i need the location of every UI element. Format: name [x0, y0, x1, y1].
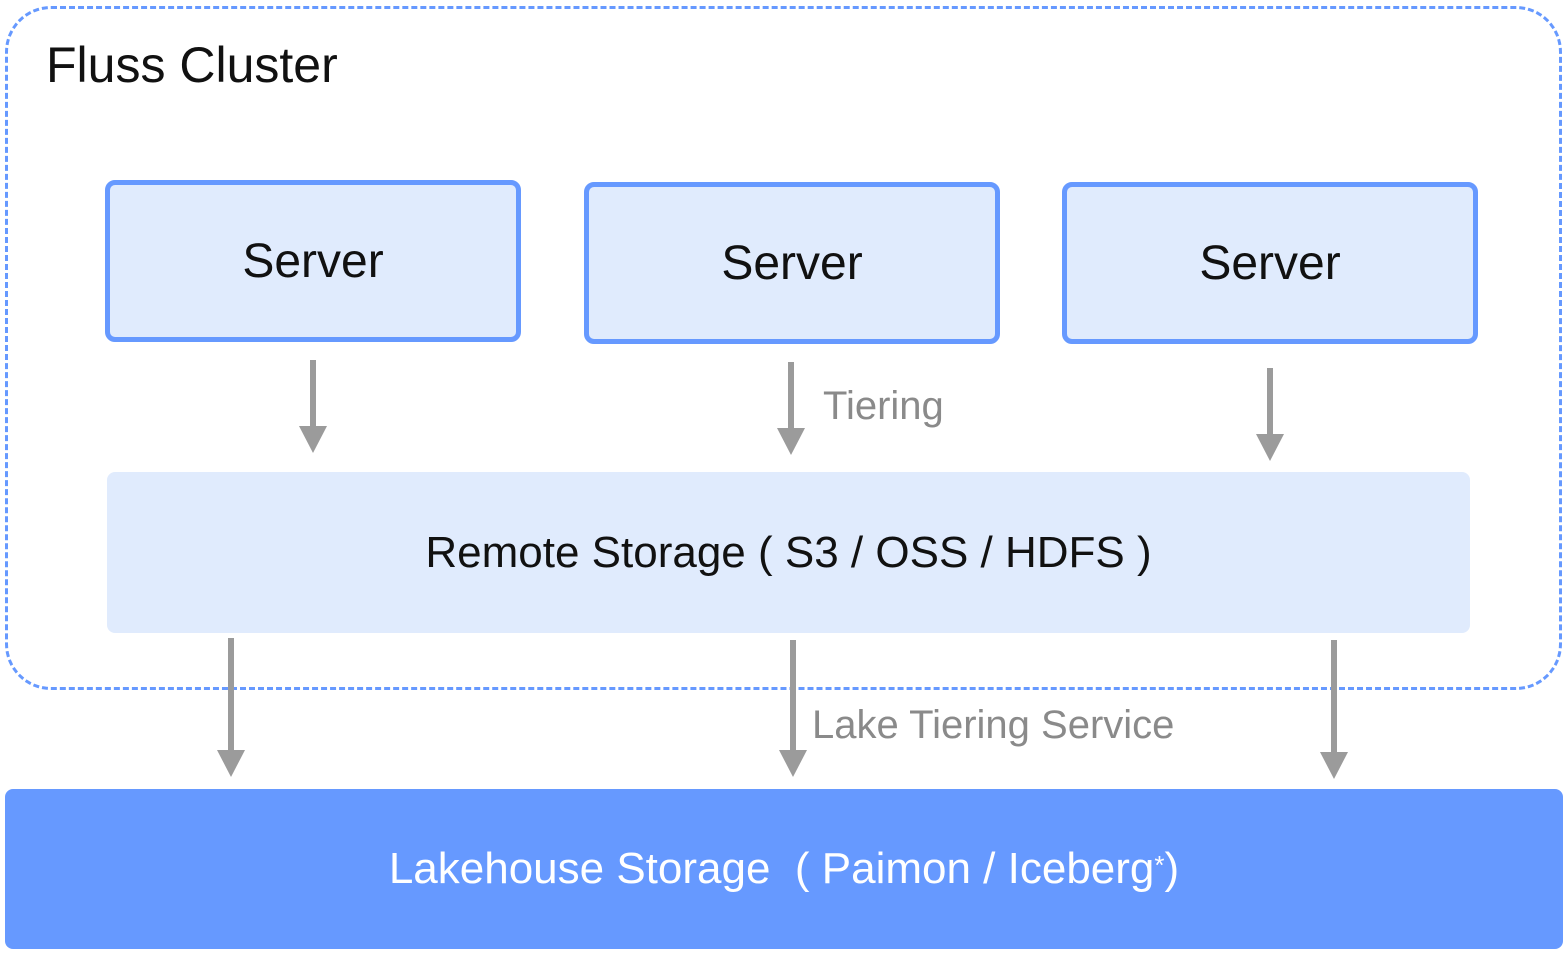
- lakehouse-storage-box: Lakehouse Storage ( Paimon / Iceberg*): [5, 789, 1563, 949]
- server-box-2: Server: [584, 182, 1000, 344]
- tiering-label: Tiering: [823, 384, 944, 428]
- lake-tiering-service-label: Lake Tiering Service: [812, 703, 1175, 747]
- fluss-cluster-boundary: [5, 6, 1562, 690]
- remote-storage-label: Remote Storage ( S3 / OSS / HDFS ): [425, 527, 1152, 577]
- remote-storage-box: Remote Storage ( S3 / OSS / HDFS ): [107, 472, 1470, 633]
- lakehouse-storage-label: Lakehouse Storage ( Paimon / Iceberg: [388, 844, 1155, 893]
- lakehouse-close-paren: ): [1164, 844, 1180, 893]
- lakehouse-asterisk: *: [1154, 849, 1165, 880]
- cluster-title: Fluss Cluster: [46, 37, 338, 93]
- server-box-1: Server: [105, 180, 521, 342]
- server-box-3: Server: [1062, 182, 1478, 344]
